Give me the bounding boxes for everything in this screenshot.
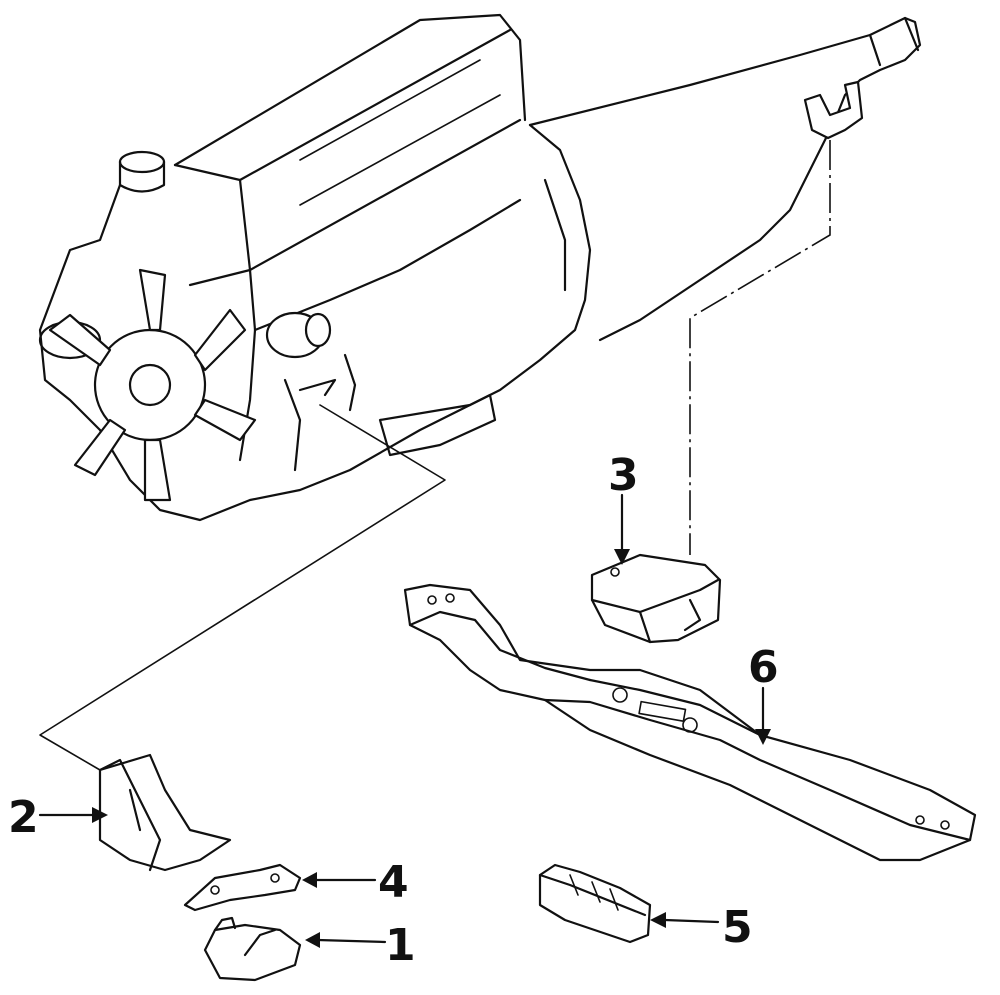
part-6-crossmember xyxy=(403,583,977,862)
leader-lines xyxy=(39,140,831,771)
callout-arrows xyxy=(38,493,771,948)
part-2-engine-mount-bracket xyxy=(98,753,232,872)
callout-4: 4 xyxy=(378,857,409,908)
callout-2: 2 xyxy=(8,792,39,843)
part-5-pad xyxy=(538,863,652,944)
callout-6: 6 xyxy=(748,642,779,693)
part-3-transmission-mount xyxy=(590,553,722,644)
callout-3: 3 xyxy=(608,450,639,501)
fan xyxy=(48,268,257,502)
callout-1: 1 xyxy=(385,920,416,971)
part-4-bracket xyxy=(183,863,302,912)
part-1-mount-insulator xyxy=(203,916,302,982)
engine-transmission-assembly xyxy=(38,13,922,522)
callout-5: 5 xyxy=(722,902,753,953)
callout-labels: 1 2 3 4 5 6 xyxy=(8,450,779,971)
